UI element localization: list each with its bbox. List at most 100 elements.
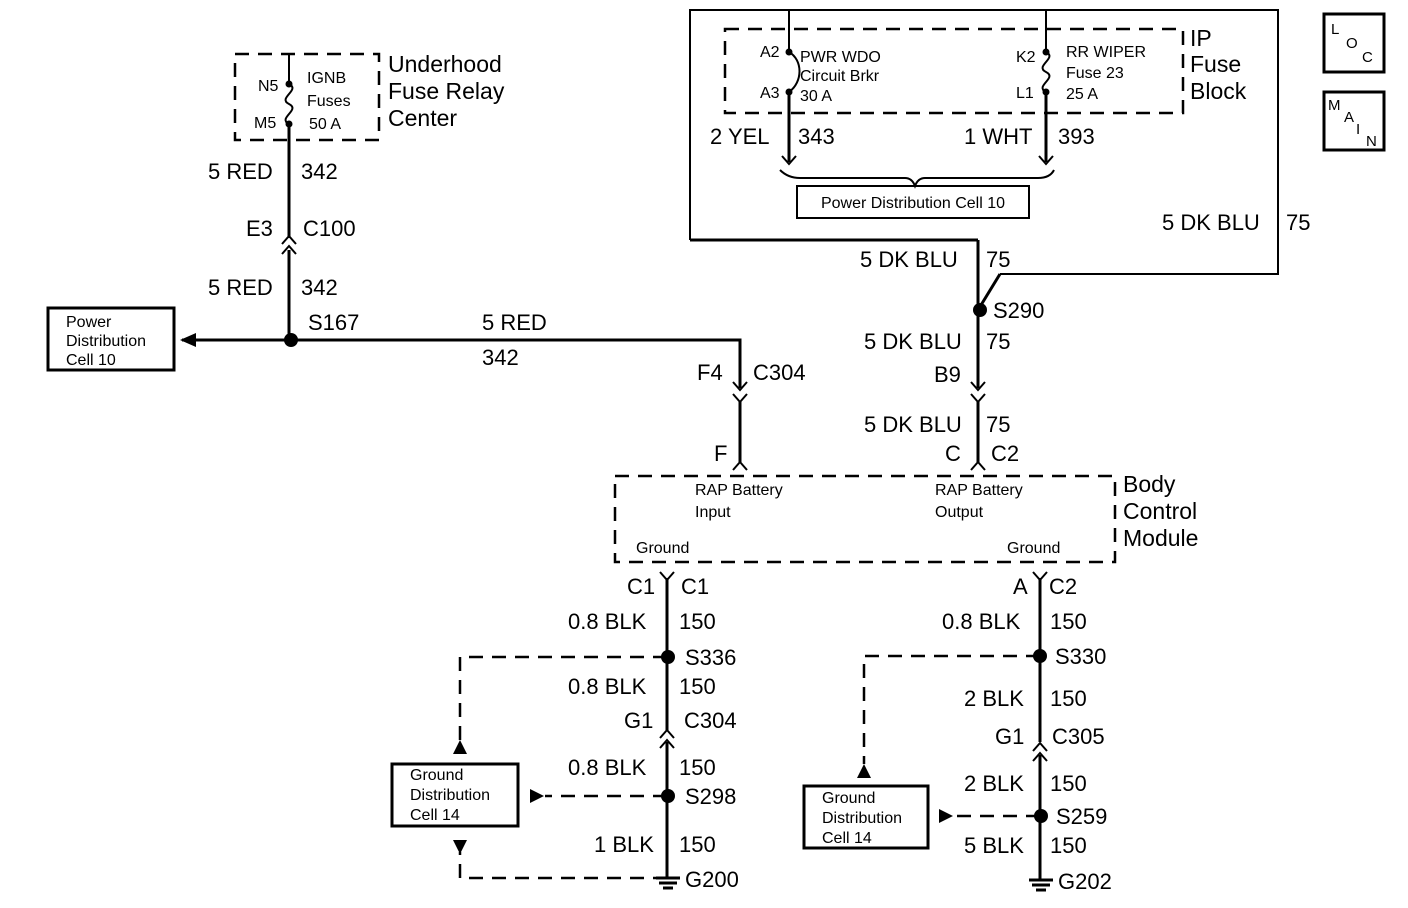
wire-yel-circuit: 343 <box>798 124 835 149</box>
rr-wiper-label-3: 25 A <box>1066 86 1098 103</box>
pin-a3: A3 <box>760 85 780 102</box>
svg-text:I: I <box>1356 121 1360 138</box>
ground-dist-left-3: Cell 14 <box>410 807 460 824</box>
rr-wiper-label-1: RR WIPER <box>1066 44 1146 61</box>
wire-blk-l2-color: 0.8 BLK <box>568 674 647 699</box>
pin-n5: N5 <box>258 78 279 95</box>
connector-bcm-c1-pin: C1 <box>627 574 655 599</box>
wire-dkblu-b-color: 5 DK BLU <box>864 329 962 354</box>
wire-blk-r1-color: 0.8 BLK <box>942 609 1021 634</box>
ignb-label-3: 50 A <box>309 116 341 133</box>
wire-blk-r3-color: 2 BLK <box>964 771 1024 796</box>
pin-m5: M5 <box>254 115 276 132</box>
loc-icon[interactable]: L O C <box>1322 12 1386 74</box>
wire-red-a-circuit: 342 <box>301 159 338 184</box>
connector-c304-top-pin: F4 <box>697 360 723 385</box>
svg-text:L: L <box>1331 21 1339 38</box>
ground-branch-g202: A C2 0.8 BLK 150 S330 2 BLK 150 G1 C305 … <box>802 571 1112 894</box>
rr-wiper-label-2: Fuse 23 <box>1066 65 1124 82</box>
wire-dkblu-right-circuit: 75 <box>1286 210 1310 235</box>
wire-wht-color: 1 WHT <box>964 124 1032 149</box>
ground-distribution-ref-left[interactable] <box>390 762 520 828</box>
splice-s336-label: S336 <box>685 645 736 670</box>
ip-fuse-block-title-2: Fuse <box>1190 51 1241 77</box>
wire-yel-color: 2 YEL <box>710 124 770 149</box>
ground-distribution-ref-right[interactable] <box>802 784 930 850</box>
wire-blk-r2-circuit: 150 <box>1050 686 1087 711</box>
wire-red-b-circuit: 342 <box>301 275 338 300</box>
ignb-label-1: IGNB <box>307 70 346 87</box>
svg-text:O: O <box>1346 35 1358 52</box>
splice-s167-label: S167 <box>308 310 359 335</box>
ground-g202-icon <box>1029 878 1053 892</box>
splice-s259-label: S259 <box>1056 804 1107 829</box>
underhood-fuse-relay-center: Underhood Fuse Relay Center N5 M5 IGNB F… <box>233 51 505 142</box>
connector-c304-bottom-pin: G1 <box>624 708 653 733</box>
power-distribution-ref-left[interactable] <box>46 306 176 372</box>
connector-c304-top-name: C304 <box>753 360 806 385</box>
wire-red-b-color: 5 RED <box>208 275 273 300</box>
wire-dkblu-c-color: 5 DK BLU <box>864 412 962 437</box>
power-distribution-ref-left-1: Power <box>66 314 112 331</box>
wire-blk-r3-circuit: 150 <box>1050 771 1087 796</box>
connector-bcm-c2-bottom-name: C2 <box>1049 574 1077 599</box>
ground-dist-left-1: Ground <box>410 767 463 784</box>
wire-blk-r1-circuit: 150 <box>1050 609 1087 634</box>
connector-c305-pin: G1 <box>995 724 1024 749</box>
splice-s290[interactable] <box>973 303 987 317</box>
ip-fuse-block-dashed-box <box>723 27 1185 115</box>
splice-s330-label: S330 <box>1055 644 1106 669</box>
main-icon[interactable]: M A I N <box>1322 90 1386 152</box>
wire-blk-l1-color: 0.8 BLK <box>568 609 647 634</box>
splice-s290-label: S290 <box>993 298 1044 323</box>
wire-dkblu-a-color: 5 DK BLU <box>860 247 958 272</box>
underhood-title-3: Center <box>388 105 457 131</box>
ground-dist-right-2: Distribution <box>822 810 902 827</box>
wire-blk-r4-color: 5 BLK <box>964 833 1024 858</box>
circuit-75: S290 5 DK BLU 75 5 DK BLU 75 B9 5 DK BLU… <box>860 240 1044 471</box>
ground-dist-left-2: Distribution <box>410 787 490 804</box>
ground-g200-icon <box>656 876 680 890</box>
connector-c304-bottom-name: C304 <box>684 708 737 733</box>
bcm-title-3: Module <box>1123 525 1198 551</box>
ip-fuse-block-title-1: IP <box>1190 25 1212 51</box>
wire-blk-l3-color: 0.8 BLK <box>568 755 647 780</box>
connector-c100-name: C100 <box>303 216 356 241</box>
bcm-ground-left: Ground <box>636 540 689 557</box>
svg-text:M: M <box>1328 97 1341 114</box>
rap-output-label-2: Output <box>935 504 984 521</box>
power-distribution-ref-top-label: Power Distribution Cell 10 <box>821 195 1005 212</box>
bcm-title-1: Body <box>1123 471 1176 497</box>
power-distribution-ref-top[interactable] <box>796 185 1030 219</box>
underhood-title-1: Underhood <box>388 51 502 77</box>
pin-l1: L1 <box>1016 85 1034 102</box>
wire-dkblu-right-color: 5 DK BLU <box>1162 210 1260 235</box>
pwr-wdo-label-2: Circuit Brkr <box>800 68 880 85</box>
wire-red-a-color: 5 RED <box>208 159 273 184</box>
pin-k2: K2 <box>1016 49 1036 66</box>
pwr-wdo-label-1: PWR WDO <box>800 49 881 66</box>
splice-s259[interactable] <box>1034 809 1048 823</box>
wire-wht-circuit: 393 <box>1058 124 1095 149</box>
wire-blk-l4-color: 1 BLK <box>594 832 654 857</box>
connector-bcm-a-pin: A <box>1013 574 1028 599</box>
bcm-dashed-box <box>613 474 1117 564</box>
splice-s336[interactable] <box>661 650 675 664</box>
bcm-title-2: Control <box>1123 498 1197 524</box>
ground-dist-right-3: Cell 14 <box>822 830 872 847</box>
ground-g200-label: G200 <box>685 867 739 892</box>
rr-wiper-fuse: K2 L1 RR WIPER Fuse 23 25 A <box>1016 10 1146 103</box>
wire-dkblu-b-circuit: 75 <box>986 329 1010 354</box>
wire-dkblu-a-circuit: 75 <box>986 247 1010 272</box>
connector-b9-pin: B9 <box>934 362 961 387</box>
power-distribution-ref-left-2: Distribution <box>66 333 146 350</box>
connector-bcm-c2-name: C2 <box>991 441 1019 466</box>
ground-branch-g200: C1 C1 0.8 BLK 150 S336 0.8 BLK 150 G1 C3… <box>390 571 739 892</box>
rap-input-label-1: RAP Battery <box>695 482 783 499</box>
rap-output-label-1: RAP Battery <box>935 482 1023 499</box>
wire-dkblu-c-circuit: 75 <box>986 412 1010 437</box>
connector-bcm-c-pin: C <box>945 441 961 466</box>
ip-fuse-block: IP Fuse Block A2 A3 PWR WDO Circuit Brkr… <box>689 9 1310 275</box>
ip-fuse-block-title-3: Block <box>1190 78 1247 104</box>
splice-s298[interactable] <box>661 789 675 803</box>
